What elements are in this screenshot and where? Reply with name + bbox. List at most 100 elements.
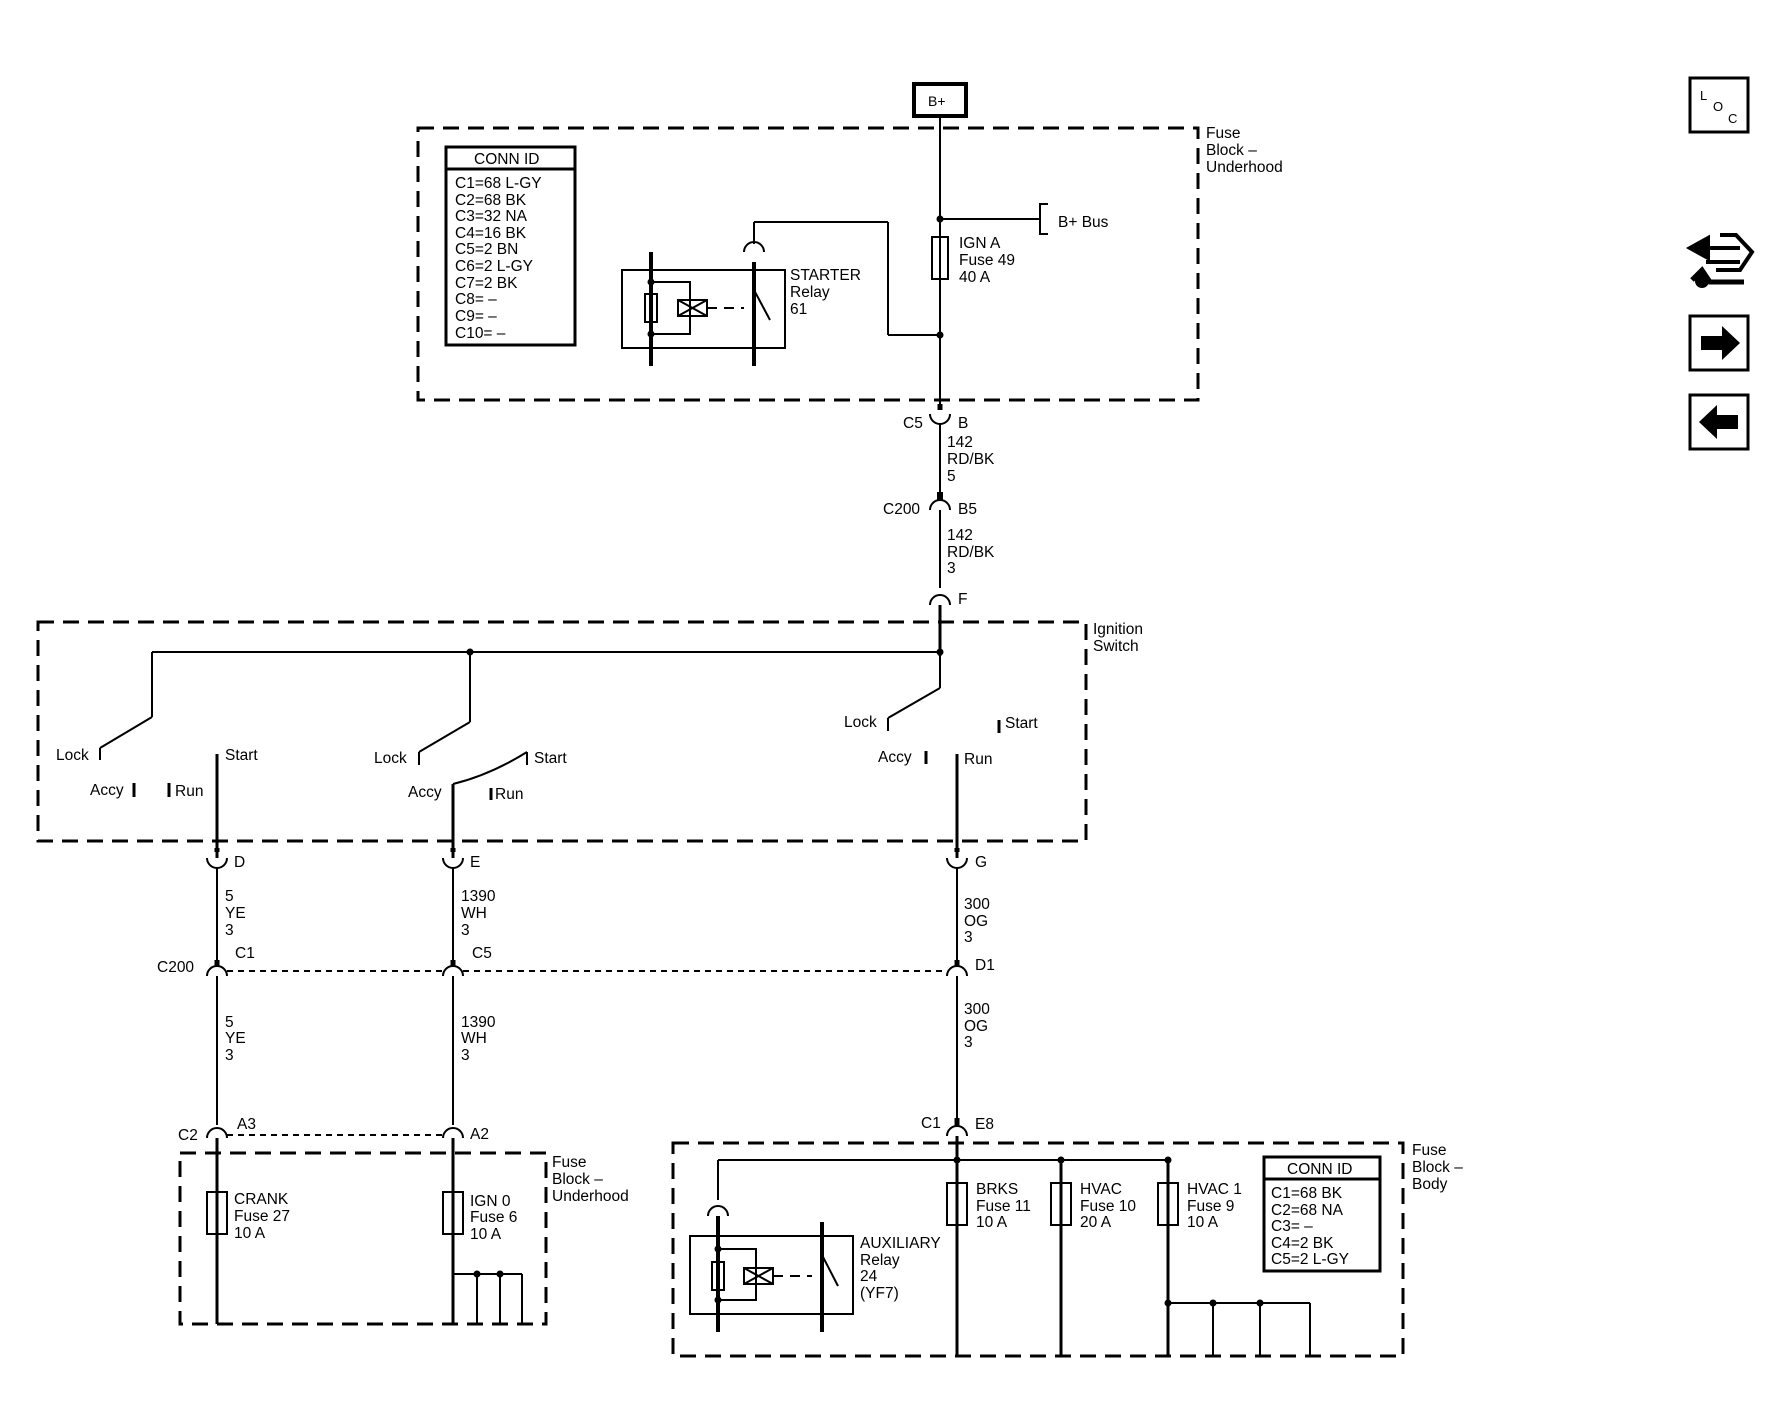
svg-text:RD/BK: RD/BK — [947, 451, 995, 468]
conn-id-table-top — [444, 145, 577, 347]
svg-text:300: 300 — [964, 1001, 990, 1018]
c200-c5-pin-label: C5 — [472, 945, 492, 962]
conn-id-table-body — [1262, 1155, 1382, 1273]
fuse-block-underhood-bottom-boundary — [178, 1151, 548, 1326]
svg-text:10 A: 10 A — [1187, 1214, 1219, 1231]
svg-text:C4=16 BK: C4=16 BK — [455, 225, 527, 242]
svg-text:Relay: Relay — [860, 1252, 900, 1269]
svg-text:3: 3 — [225, 1047, 234, 1064]
svg-text:Relay: Relay — [790, 284, 830, 301]
svg-text:YE: YE — [225, 905, 246, 922]
c200-d1-pin-label: D1 — [975, 957, 995, 974]
svg-text:3: 3 — [461, 1047, 470, 1064]
svg-text:CONN ID: CONN ID — [1287, 1161, 1352, 1178]
svg-text:C5=2 BN: C5=2 BN — [455, 241, 518, 258]
wire-5-lower-label: 5 YE 3 — [225, 1014, 246, 1064]
svg-text:Underhood: Underhood — [1206, 159, 1283, 176]
svg-text:C7=2 BK: C7=2 BK — [455, 275, 518, 292]
c200-row-connector-label: C200 — [157, 959, 194, 976]
svg-text:AUXILIARY: AUXILIARY — [860, 1235, 941, 1252]
brks-fuse-symbol — [946, 1182, 968, 1226]
g-pin-label: G — [975, 854, 987, 871]
component-location-icon[interactable]: L O C — [1688, 76, 1750, 134]
sw2-start-label: Start — [534, 750, 567, 767]
svg-text:O: O — [1713, 99, 1723, 114]
svg-text:CONN ID: CONN ID — [474, 151, 539, 168]
sw1-accy-label: Accy — [90, 782, 124, 799]
starter-relay-box — [621, 269, 786, 349]
svg-text:Fuse 6: Fuse 6 — [470, 1209, 517, 1226]
a3-pin-label: A3 — [237, 1116, 256, 1133]
crank-fuse-symbol — [206, 1191, 228, 1235]
bplus-bus-label: B+ Bus — [1058, 214, 1109, 231]
sw2-accy-label: Accy — [408, 784, 442, 801]
svg-text:3: 3 — [225, 922, 234, 939]
starter-relay-label: STARTER Relay 61 — [790, 267, 861, 318]
fuse-block-underhood-top-label: Fuse Block – Underhood — [1206, 125, 1283, 176]
svg-text:CRANK: CRANK — [234, 1191, 289, 1208]
wire-1390-upper-label: 1390 WH 3 — [461, 888, 496, 939]
previous-page-icon[interactable] — [1688, 393, 1750, 451]
svg-text:3: 3 — [964, 929, 973, 946]
svg-text:C2=68 NA: C2=68 NA — [1271, 1202, 1344, 1219]
sw3-accy-label: Accy — [878, 749, 912, 766]
e-pin-label: E — [470, 854, 480, 871]
svg-text:10 A: 10 A — [470, 1226, 502, 1243]
svg-text:1390: 1390 — [461, 1014, 496, 1031]
svg-text:5: 5 — [225, 888, 234, 905]
wire-5-upper-label: 5 YE 3 — [225, 888, 246, 939]
conn-id-table-body-text: CONN ID C1=68 BK C2=68 NA C3= – C4=2 BK … — [1271, 1161, 1352, 1268]
sw1-lock-label: Lock — [56, 747, 89, 764]
sw2-lock-label: Lock — [374, 750, 407, 767]
wire-142-lower-label: 142 RD/BK 3 — [947, 527, 995, 577]
ign-a-fuse-label: IGN A Fuse 49 40 A — [959, 235, 1015, 286]
svg-text:YE: YE — [225, 1030, 246, 1047]
next-page-icon[interactable] — [1688, 314, 1750, 372]
fuse-block-body-label: Fuse Block – Body — [1412, 1142, 1463, 1193]
svg-text:142: 142 — [947, 527, 973, 544]
svg-text:OG: OG — [964, 1018, 988, 1035]
svg-text:300: 300 — [964, 896, 990, 913]
svg-text:C3= –: C3= – — [1271, 1218, 1313, 1235]
svg-text:20 A: 20 A — [1080, 1214, 1112, 1231]
svg-text:C3=32 NA: C3=32 NA — [455, 208, 528, 225]
hvac1-fuse-symbol — [1157, 1182, 1179, 1226]
sw1-start-label: Start — [225, 747, 258, 764]
svg-text:STARTER: STARTER — [790, 267, 861, 284]
a2-pin-label: A2 — [470, 1126, 489, 1143]
svg-text:3: 3 — [964, 1034, 973, 1051]
svg-text:WH: WH — [461, 905, 487, 922]
svg-text:3: 3 — [461, 922, 470, 939]
svg-text:Fuse: Fuse — [1412, 1142, 1446, 1159]
svg-text:WH: WH — [461, 1030, 487, 1047]
svg-text:Fuse 10: Fuse 10 — [1080, 1198, 1136, 1215]
f-pin-label: F — [958, 591, 967, 608]
c2-connector-label: C2 — [178, 1127, 198, 1144]
ign0-fuse-symbol — [442, 1191, 464, 1235]
wire-300-upper-label: 300 OG 3 — [964, 896, 990, 946]
svg-text:10 A: 10 A — [976, 1214, 1008, 1231]
ignition-switch-label: Ignition Switch — [1093, 621, 1143, 655]
auxiliary-relay-label: AUXILIARY Relay 24 (YF7) — [860, 1235, 941, 1302]
svg-text:L: L — [1700, 88, 1707, 103]
wire-1390-lower-label: 1390 WH 3 — [461, 1014, 496, 1064]
sw1-run-label: Run — [175, 783, 203, 800]
svg-text:OG: OG — [964, 913, 988, 930]
svg-text:C10= –: C10= – — [455, 325, 506, 342]
wire-300-lower-label: 300 OG 3 — [964, 1001, 990, 1051]
diagnostic-icon[interactable] — [1685, 233, 1755, 288]
svg-text:HVAC 1: HVAC 1 — [1187, 1181, 1242, 1198]
svg-text:Fuse 9: Fuse 9 — [1187, 1198, 1234, 1215]
c200-b5-pin-label: B5 — [958, 501, 977, 518]
svg-text:Block –: Block – — [1206, 142, 1257, 159]
svg-text:3: 3 — [947, 560, 956, 577]
hvac-fuse-label: HVAC Fuse 10 20 A — [1080, 1181, 1136, 1231]
svg-text:Body: Body — [1412, 1176, 1448, 1193]
e8-pin-label: E8 — [975, 1116, 994, 1133]
svg-text:1390: 1390 — [461, 888, 496, 905]
svg-text:Switch: Switch — [1093, 638, 1139, 655]
svg-text:C4=2 BK: C4=2 BK — [1271, 1235, 1334, 1252]
svg-text:IGN A: IGN A — [959, 235, 1001, 252]
c200-top-connector-label: C200 — [883, 501, 920, 518]
